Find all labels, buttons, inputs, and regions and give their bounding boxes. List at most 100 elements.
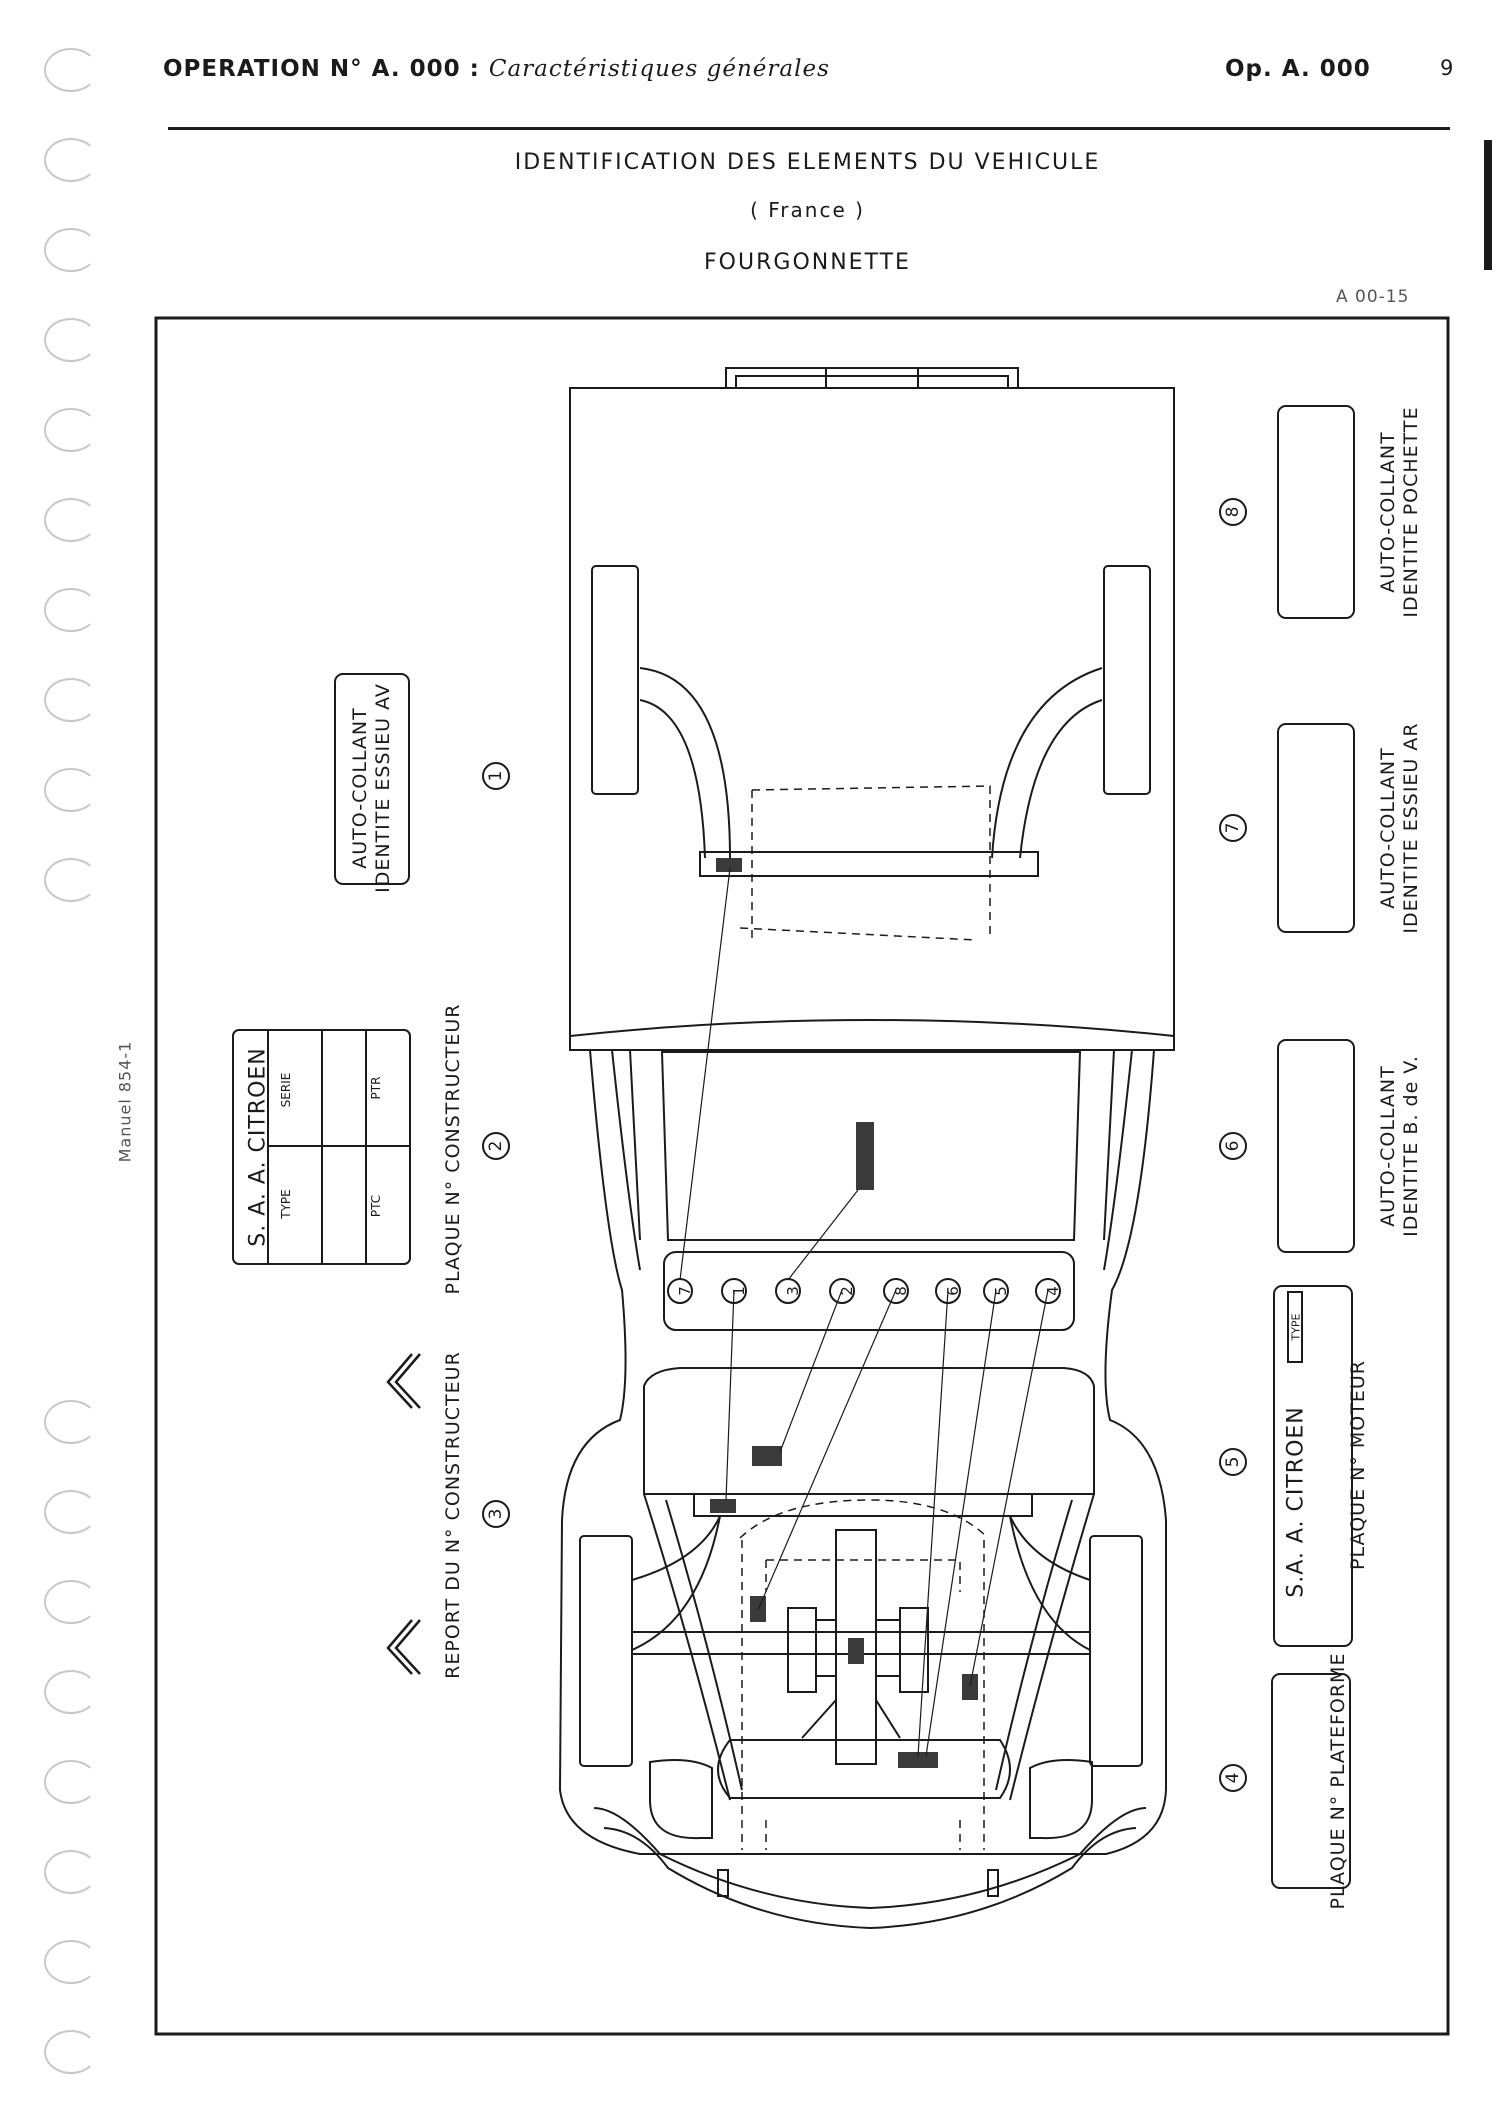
callout-number-5: 5 xyxy=(1223,1457,1243,1468)
plate-ptr: PTR xyxy=(369,1077,383,1100)
sticker-box-8 xyxy=(1277,405,1355,619)
rear-axle xyxy=(699,851,1039,877)
callout-label-4: PLAQUE N° PLATEFORME xyxy=(1327,1652,1349,1910)
callout-number-6: 6 xyxy=(1223,1141,1243,1152)
callout-number-1: 1 xyxy=(486,771,506,782)
marker-3 xyxy=(856,1122,874,1190)
margin-bar xyxy=(1484,140,1492,270)
dash-num: 8 xyxy=(892,1286,910,1296)
dash-num: 2 xyxy=(838,1286,856,1296)
chevron-icon xyxy=(386,1619,421,1675)
dash-num: 6 xyxy=(944,1286,962,1296)
punch-hole xyxy=(44,678,98,722)
punch-hole xyxy=(44,498,98,542)
plate-serie: SERIE xyxy=(279,1073,293,1108)
rear-arm-left xyxy=(639,667,731,859)
punch-hole xyxy=(44,1490,98,1534)
plate-brand: S. A. A. CITROEN xyxy=(246,1047,271,1247)
engine-plate-type: TYPE xyxy=(1290,1313,1303,1341)
punch-hole xyxy=(44,1760,98,1804)
bumper-guard-right xyxy=(987,1869,999,1897)
engine-plate-brand: S.A. A. CITROEN xyxy=(1284,1406,1309,1598)
operation-ref: Op. A. 000 xyxy=(1225,56,1371,82)
cab-outline xyxy=(558,1049,1167,1855)
diagram-frame xyxy=(154,316,1450,2036)
punch-hole xyxy=(44,408,98,452)
callout-6-line2: IDENTITE B. de V. xyxy=(1400,1055,1422,1237)
drum-right xyxy=(899,1607,929,1693)
callout-number-2: 2 xyxy=(486,1141,506,1152)
callout-circle-3 xyxy=(482,1500,510,1528)
punch-hole xyxy=(44,1850,98,1894)
bonnet xyxy=(643,1367,1095,1495)
gearbox xyxy=(835,1529,877,1765)
callout-circle-4 xyxy=(1219,1764,1247,1792)
punch-hole xyxy=(44,768,98,812)
drum-left xyxy=(787,1607,817,1693)
callout-label-6: AUTO-COLLANT IDENTITE B. de V. xyxy=(1377,996,1425,1296)
leader-lines xyxy=(679,867,1049,1757)
callout-8-line1: AUTO-COLLANT xyxy=(1377,431,1399,593)
punch-hole xyxy=(44,318,98,362)
callout-7-line2: IDENTITE ESSIEU AR xyxy=(1400,722,1422,934)
callout-label-1: AUTO-COLLANT IDENTITE ESSIEU AV xyxy=(349,638,397,938)
country-title: ( France ) xyxy=(750,198,865,222)
header-rule xyxy=(168,127,1450,130)
front-wheel-right xyxy=(1089,1535,1143,1767)
sticker-box-6 xyxy=(1277,1039,1355,1253)
callout-label-2: PLAQUE N° CONSTRUCTEUR xyxy=(442,1003,464,1295)
callout-8-line2: IDENTITE POCHETTE xyxy=(1400,406,1422,618)
marker-2 xyxy=(752,1446,782,1466)
marker-5 xyxy=(898,1752,938,1768)
roof-rack xyxy=(725,367,1019,388)
plate-type: TYPE xyxy=(279,1189,293,1219)
main-title: IDENTIFICATION DES ELEMENTS DU VEHICULE xyxy=(514,150,1101,175)
sticker-box-1 xyxy=(334,673,410,885)
dash-num: 7 xyxy=(676,1286,694,1296)
punch-hole xyxy=(44,1400,98,1444)
callout-6-line1: AUTO-COLLANT xyxy=(1377,1065,1399,1227)
callout-circle-5 xyxy=(1219,1448,1247,1476)
page-number: 9 xyxy=(1440,56,1454,80)
cargo-box xyxy=(569,387,1175,1051)
callout-number-8: 8 xyxy=(1223,507,1243,518)
front-bumper xyxy=(593,1807,1147,1910)
punch-hole xyxy=(44,1940,98,1984)
bumper-guard-left xyxy=(717,1869,729,1897)
model-title: FOURGONNETTE xyxy=(704,250,911,275)
punch-hole xyxy=(44,2030,98,2074)
front-wheel-left xyxy=(579,1535,633,1767)
headlamp-right xyxy=(1029,1759,1093,1840)
punch-hole xyxy=(44,48,98,92)
front-crossbar xyxy=(693,1493,1033,1517)
callout-number-4: 4 xyxy=(1223,1773,1243,1784)
operation-subtitle: Caractéristiques générales xyxy=(488,56,830,82)
dash-num: 3 xyxy=(784,1286,802,1296)
callout-label-3: REPORT DU N° CONSTRUCTEUR xyxy=(442,1351,464,1679)
punch-hole xyxy=(44,1670,98,1714)
callout-number-3: 3 xyxy=(486,1509,506,1520)
punch-hole xyxy=(44,588,98,632)
callout-label-7: AUTO-COLLANT IDENTITE ESSIEU AR xyxy=(1377,678,1425,978)
callout-circle-6 xyxy=(1219,1132,1247,1160)
marker-rear-axle xyxy=(716,858,742,872)
figure-ref: A 00-15 xyxy=(1336,287,1410,307)
rear-wheel-left xyxy=(591,565,639,795)
punch-hole xyxy=(44,1580,98,1624)
engine-oval xyxy=(717,1739,1011,1799)
rear-arm-right xyxy=(991,667,1103,859)
callout-circle-1 xyxy=(482,762,510,790)
punch-hole xyxy=(44,138,98,182)
callout-number-7: 7 xyxy=(1223,823,1243,834)
rear-wheel-right xyxy=(1103,565,1151,795)
dash-num: 5 xyxy=(992,1286,1010,1296)
callout-label-5: PLAQUE N° MOTEUR xyxy=(1347,1360,1369,1570)
callout-7-line1: AUTO-COLLANT xyxy=(1377,747,1399,909)
headlamp-left xyxy=(649,1759,713,1840)
engine-plate-box xyxy=(1273,1285,1353,1647)
operation-header: OPERATION N° A. 000 : Caractéristiques g… xyxy=(163,56,830,82)
plate-ptc: PTC xyxy=(369,1195,383,1217)
punch-hole xyxy=(44,858,98,902)
callout-circle-2 xyxy=(482,1132,510,1160)
